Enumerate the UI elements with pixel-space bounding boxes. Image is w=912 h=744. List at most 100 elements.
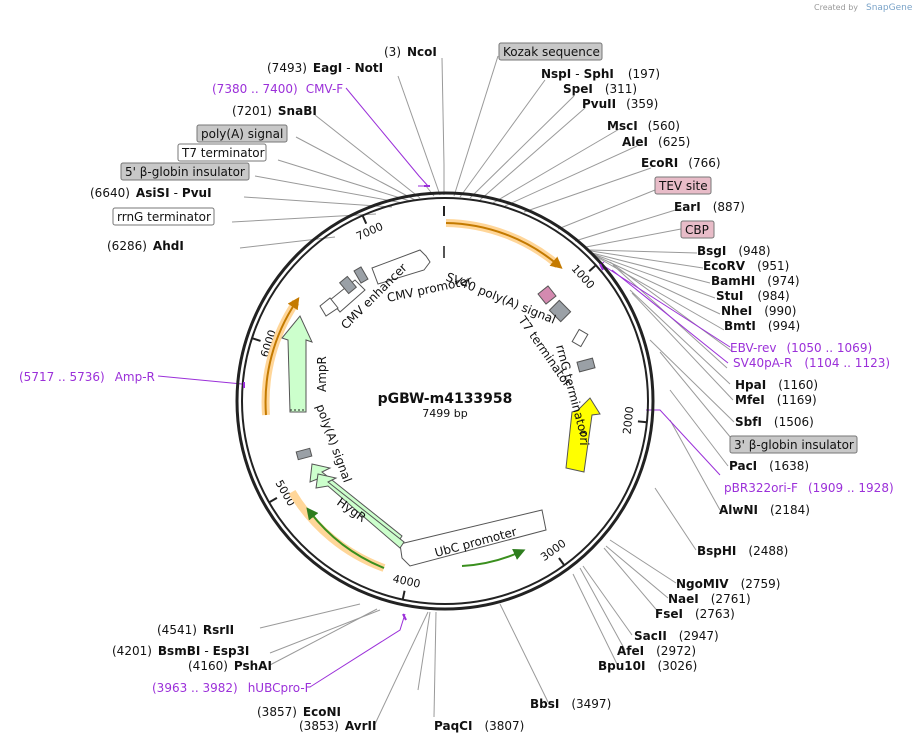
site-pshai[interactable]: (4160)PshAI	[188, 659, 272, 673]
tev-marker	[537, 285, 557, 305]
tev-box[interactable]	[654, 176, 712, 195]
scale-tick-label-7000: 7000	[354, 220, 385, 243]
primer-hubcpro-f[interactable]: (3963 .. 3982)hUBCpro-F	[152, 681, 312, 695]
site-sbfi[interactable]: SbfI(1506)	[735, 415, 814, 429]
primer-cmv-f[interactable]: (7380 .. 7400)CMV-F	[212, 82, 343, 96]
site-pvuii[interactable]: PvuII(359)	[582, 97, 658, 111]
site-paci[interactable]: PacI(1638)	[729, 459, 809, 473]
scale-tick-label-1000: 1000	[569, 262, 597, 292]
primer-labels: (7380 .. 7400)CMV-F EBV-rev(1050 .. 1069…	[19, 82, 894, 695]
site-eari[interactable]: EarI(887)	[674, 200, 745, 214]
site-asisi-pvui[interactable]: (6640)AsiSI-PvuI	[90, 186, 212, 200]
site-ncoi[interactable]: (3)NcoI	[384, 45, 437, 59]
site-bsphi[interactable]: BspHI(2488)	[697, 544, 788, 558]
rrng-term-box[interactable]	[112, 207, 215, 226]
site-rsrii[interactable]: (4541)RsrII	[157, 623, 234, 637]
credit-prefix: Created by	[814, 3, 858, 12]
cbp-label: CBP	[685, 223, 709, 237]
hygr-primer-arrow	[306, 507, 385, 569]
site-stui[interactable]: StuI(984)	[716, 289, 790, 303]
plasmid-length: 7499 bp	[422, 407, 467, 420]
b5-insulator-box[interactable]	[120, 162, 250, 181]
polya-small-box	[295, 447, 313, 461]
backbone-inner-ring	[241, 197, 649, 605]
sv40-box	[548, 299, 572, 323]
kozak-mark	[443, 246, 445, 258]
tev-label: TEV site	[658, 179, 708, 193]
plasmid-name: pGBW-m4133958	[378, 391, 513, 407]
site-ngomiv[interactable]: NgoMIV(2759)	[676, 577, 780, 591]
site-nhei[interactable]: NheI(990)	[721, 304, 796, 318]
rrng-term-label: rrnG terminator	[117, 210, 211, 224]
ori-label: ori	[577, 430, 591, 446]
site-bsgi[interactable]: BsgI(948)	[697, 244, 771, 258]
scale-tick-label-4000: 4000	[392, 572, 422, 591]
ubc-promoter-feature	[399, 509, 547, 567]
scale-tick-5000	[268, 497, 278, 504]
hubc-mark	[402, 613, 407, 621]
site-avrii[interactable]: (3853)AvrII	[299, 719, 376, 733]
primer-lines	[157, 87, 731, 688]
kozak-box[interactable]	[498, 42, 603, 61]
polya-box-label[interactable]	[196, 124, 288, 143]
b3-insulator-label: 3' β-globin insulator	[734, 438, 854, 452]
site-alwni[interactable]: AlwNI(2184)	[719, 503, 810, 517]
scale-tick-7000	[361, 215, 368, 225]
callout-lines	[231, 55, 737, 725]
polya-label: poly(A) signal	[201, 127, 283, 141]
site-naei[interactable]: NaeI(2761)	[668, 592, 751, 606]
sv40-polya-label: SV40 poly(A) signal	[444, 270, 558, 327]
scale-tick-4000	[401, 590, 406, 600]
site-bpu10i[interactable]: Bpu10I(3026)	[598, 659, 697, 673]
scale-tick-label-3000: 3000	[538, 537, 568, 564]
site-bbsi[interactable]: BbsI(3497)	[530, 697, 611, 711]
site-bamhi[interactable]: BamHI(974)	[711, 274, 800, 288]
primer-ebv-rev[interactable]: EBV-rev(1050 .. 1069)	[730, 341, 872, 355]
cds-arrow-left	[264, 297, 300, 416]
ampr-feature	[281, 315, 313, 413]
site-labels: (3)NcoI (7493)EagI-NotI (7201)SnaBI (664…	[90, 45, 818, 733]
boxed-feature-labels: Kozak sequence poly(A) signal T7 termina…	[112, 42, 858, 454]
site-afei[interactable]: AfeI(2972)	[617, 644, 696, 658]
hygr-feature-body	[315, 473, 405, 549]
t7-term-box-label[interactable]	[177, 143, 267, 162]
primer-sv40pa-r[interactable]: SV40pA-R(1104 .. 1123)	[733, 356, 890, 370]
cds-band-top	[445, 219, 561, 269]
ebv-mark	[599, 263, 604, 271]
ampr-inner-label: AmpR	[315, 356, 329, 392]
site-spei[interactable]: SpeI(311)	[563, 82, 637, 96]
site-paqci[interactable]: PaqCI(3807)	[434, 719, 524, 733]
site-ecorv[interactable]: EcoRV(951)	[703, 259, 789, 273]
b3-insulator-box[interactable]	[729, 435, 858, 454]
site-msci[interactable]: MscI(560)	[607, 119, 680, 133]
ncoi-tick	[443, 206, 445, 216]
primer-amp-r[interactable]: (5717 .. 5736)Amp-R	[19, 370, 155, 384]
site-mfei[interactable]: MfeI(1169)	[735, 393, 817, 407]
site-hpai[interactable]: HpaI(1160)	[735, 378, 818, 392]
site-snabi[interactable]: (7201)SnaBI	[232, 104, 317, 118]
primer-pbr322ori-f[interactable]: pBR322ori-F(1909 .. 1928)	[724, 481, 894, 495]
site-ecori[interactable]: EcoRI(766)	[641, 156, 721, 170]
site-econi[interactable]: (3857)EcoNI	[257, 705, 341, 719]
site-alei[interactable]: AleI(625)	[622, 135, 690, 149]
ubc-arrow	[461, 548, 526, 567]
site-fsei[interactable]: FseI(2763)	[655, 607, 735, 621]
credit-brand: SnapGene	[866, 3, 912, 13]
rrng-box	[576, 357, 596, 373]
scale-tick-6000	[251, 337, 261, 342]
scale-tick-3000	[558, 557, 566, 566]
site-ahdi[interactable]: (6286)AhdI	[107, 239, 184, 253]
cds-arrow-top	[445, 222, 563, 269]
cbp-box[interactable]	[680, 220, 715, 239]
kozak-label: Kozak sequence	[503, 45, 600, 59]
t7-box	[353, 266, 369, 284]
site-eagi-noti[interactable]: (7493)EagI-NotI	[267, 61, 383, 75]
site-sacii[interactable]: SacII(2947)	[634, 629, 719, 643]
ori-feature	[565, 397, 601, 473]
scale-tick-1000	[588, 264, 597, 272]
site-nspi-sphi[interactable]: NspI-SphI(197)	[541, 67, 660, 81]
site-bsmbi-esp3i[interactable]: (4201)BsmBI-Esp3I	[112, 644, 249, 658]
site-bmti[interactable]: BmtI(994)	[724, 319, 800, 333]
cmv-promoter-arrow	[371, 249, 431, 285]
